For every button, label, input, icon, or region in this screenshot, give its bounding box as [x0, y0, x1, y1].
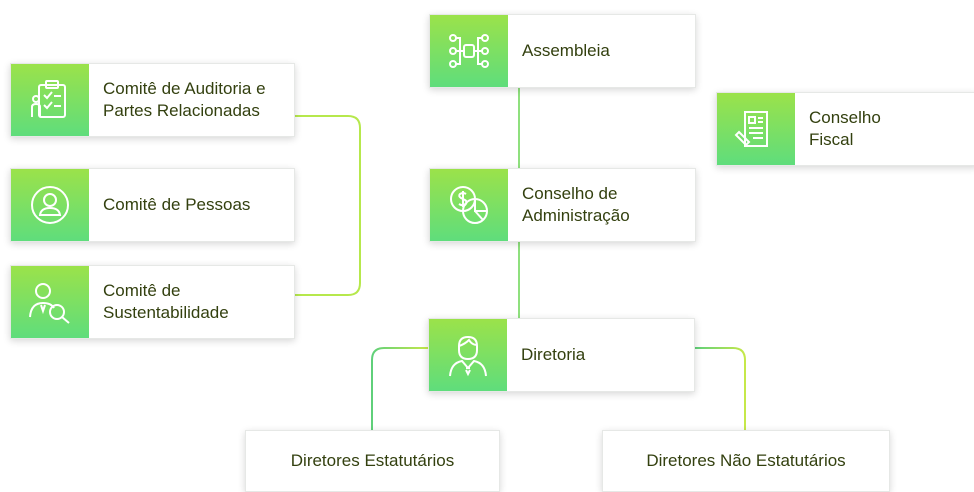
node-label-comite-auditoria: Comitê de Auditoria e Partes Relacionada… — [103, 79, 266, 120]
node-label-diretores-nao-estatutarios: Diretores Não Estatutários — [646, 451, 846, 470]
user-circle-icon — [11, 169, 89, 241]
line-diretoria-nao-estatutarios — [695, 347, 746, 430]
node-label-comite-sustentabilidade: Comitê de Sustentabilidade — [103, 281, 229, 322]
person-search-icon — [11, 266, 89, 338]
node-conselho-administracao: Conselho de Administração — [429, 168, 696, 242]
node-label-assembleia: Assembleia — [522, 41, 610, 60]
node-conselho-fiscal: Conselho Fiscal — [716, 92, 974, 166]
network-nodes-icon — [430, 15, 508, 87]
node-diretoria: Diretoria — [428, 318, 695, 392]
node-label-diretores-estatutarios: Diretores Estatutários — [290, 451, 455, 470]
node-diretores-estatutarios: Diretores Estatutários — [245, 430, 500, 492]
node-label-conselho-fiscal: Conselho Fiscal — [809, 108, 881, 149]
clipboard-checklist-icon — [11, 64, 89, 136]
node-label-conselho-administracao: Conselho de Administração — [522, 184, 630, 225]
node-diretores-nao-estatutarios: Diretores Não Estatutários — [602, 430, 890, 492]
node-comite-sustentabilidade: Comitê de Sustentabilidade — [10, 265, 295, 339]
node-comite-auditoria: Comitê de Auditoria e Partes Relacionada… — [10, 63, 295, 137]
money-chart-icon — [430, 169, 508, 241]
node-label-diretoria: Diretoria — [521, 345, 586, 364]
executive-person-icon — [429, 319, 507, 391]
line-diretoria-estatutarios — [371, 347, 428, 430]
document-pen-icon — [717, 93, 795, 165]
node-assembleia: Assembleia — [429, 14, 696, 88]
node-comite-pessoas: Comitê de Pessoas — [10, 168, 295, 242]
node-label-comite-pessoas: Comitê de Pessoas — [103, 195, 251, 214]
